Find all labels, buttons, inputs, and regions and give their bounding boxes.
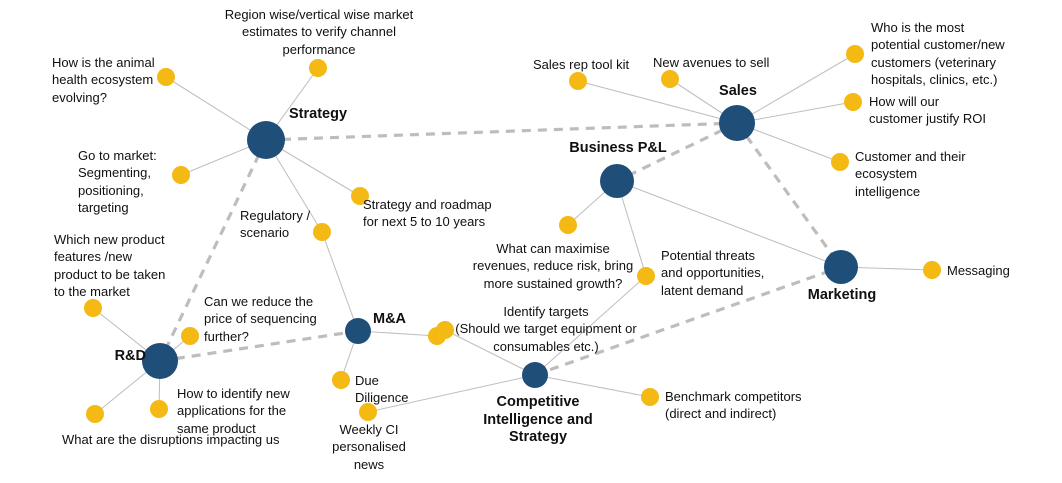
leaf-node-disruptions-impacting[interactable] <box>86 405 104 423</box>
solid-edge-weekly-ci-news-to-ci <box>367 374 536 413</box>
solid-edge-most-potential-customer-to-sales <box>736 53 856 124</box>
solid-edge-ma-unlabelled-to-ma <box>357 330 438 337</box>
solid-edge-customer-justify-roi-to-sales <box>736 101 854 124</box>
solid-edge-potential-threats-to-ci <box>534 275 647 376</box>
leaf-node-maximise-revenues[interactable] <box>559 216 577 234</box>
leaf-label-regulatory-scenario: Regulatory / scenario <box>240 208 311 241</box>
leaf-label-strategy-roadmap: Strategy and roadmap for next 5 to 10 ye… <box>363 197 492 230</box>
leaf-node-customer-ecosystem-intel[interactable] <box>831 153 849 171</box>
hub-label-strategy: Strategy <box>289 106 348 122</box>
leaf-node-new-product-features[interactable] <box>84 299 102 317</box>
hub-node-sales[interactable] <box>719 105 755 141</box>
leaf-label-potential-threats: Potential threats and opportunities, lat… <box>661 248 765 298</box>
leaf-label-messaging: Messaging <box>947 263 1010 278</box>
leaf-label-animal-health-ecosystem: How is the animal health ecosystem evolv… <box>52 55 155 105</box>
leaf-label-customer-justify-roi: How will our customer justify ROI <box>869 94 987 127</box>
leaf-label-identify-targets: Identify targets (Should we target equip… <box>455 304 637 354</box>
solid-edge-identify-targets-to-ci <box>444 329 536 376</box>
hub-node-strategy[interactable] <box>247 121 285 159</box>
dashed-edge-sales-to-bpl <box>616 121 738 183</box>
leaf-label-disruptions-impacting: What are the disruptions impacting us <box>62 432 280 447</box>
hub-label-ma: M&A <box>373 311 407 327</box>
leaf-label-due-diligence: Due Diligence <box>355 373 409 406</box>
solid-edge-bpl-to-marketing <box>616 180 842 268</box>
solid-edge-benchmark-competitors-to-ci <box>534 374 651 398</box>
leaf-node-strategy-roadmap[interactable] <box>351 187 369 205</box>
leaf-label-sales-rep-tool-kit: Sales rep tool kit <box>533 57 630 72</box>
leaf-node-identify-targets[interactable] <box>436 321 454 339</box>
leaf-node-new-avenues-to-sell[interactable] <box>661 70 679 88</box>
hub-label-sales: Sales <box>719 83 757 99</box>
leaf-label-customer-ecosystem-intel: Customer and their ecosystem intelligenc… <box>855 149 966 199</box>
solid-edge-sales-rep-tool-kit-to-sales <box>577 80 738 124</box>
dashed-edge-ci-to-marketing <box>534 265 842 377</box>
leaf-node-most-potential-customer[interactable] <box>846 45 864 63</box>
hub-node-rnd[interactable] <box>142 343 178 379</box>
solid-edge-regulatory-scenario-to-ma <box>321 231 359 332</box>
leaf-node-sales-rep-tool-kit[interactable] <box>569 72 587 90</box>
leaf-label-new-avenues-to-sell: New avenues to sell <box>653 55 770 70</box>
hub-node-marketing[interactable] <box>824 250 858 284</box>
leaf-label-new-product-features: Which new product features /new product … <box>54 232 166 299</box>
leaf-node-weekly-ci-news[interactable] <box>359 403 377 421</box>
leaf-node-customer-justify-roi[interactable] <box>844 93 862 111</box>
leaf-label-benchmark-competitors: Benchmark competitors (direct and indire… <box>665 389 802 422</box>
leaf-node-regulatory-scenario[interactable] <box>313 223 331 241</box>
dashed-edge-strategy-to-rnd <box>158 139 268 362</box>
leaf-label-region-wise-estimates: Region wise/vertical wise market estimat… <box>224 7 414 57</box>
dashed-edge-rnd-to-ma <box>159 329 359 363</box>
leaf-label-reduce-sequencing-price: Can we reduce the price of sequencing fu… <box>204 294 317 344</box>
dashed-edge-strategy-to-sales <box>265 121 738 142</box>
hub-label-ci: Competitive Intelligence and Strategy <box>483 394 593 446</box>
hub-node-ci[interactable] <box>522 362 548 388</box>
leaf-node-benchmark-competitors[interactable] <box>641 388 659 406</box>
hub-label-bpl: Business P&L <box>569 140 667 156</box>
leaf-label-most-potential-customer: Who is the most potential customer/new c… <box>871 20 1005 87</box>
dashed-edge-sales-to-marketing <box>735 122 843 268</box>
leaf-node-due-diligence[interactable] <box>332 371 350 389</box>
leaf-label-go-to-market: Go to market: Segmenting, positioning, t… <box>78 148 157 215</box>
hub-label-rnd: R&D <box>114 348 146 364</box>
leaf-label-maximise-revenues: What can maximise revenues, reduce risk,… <box>472 241 634 291</box>
leaf-node-animal-health-ecosystem[interactable] <box>157 68 175 86</box>
hub-label-marketing: Marketing <box>807 287 877 303</box>
leaf-label-weekly-ci-news: Weekly CI personalised news <box>332 422 406 472</box>
leaf-node-go-to-market[interactable] <box>172 166 190 184</box>
leaf-label-new-applications: How to identify new applications for the… <box>177 386 290 436</box>
leaf-node-messaging[interactable] <box>923 261 941 279</box>
hub-node-ma[interactable] <box>345 318 371 344</box>
leaf-node-reduce-sequencing-price[interactable] <box>181 327 199 345</box>
leaf-node-new-applications[interactable] <box>150 400 168 418</box>
leaf-node-potential-threats[interactable] <box>637 267 655 285</box>
solid-edge-customer-ecosystem-intel-to-sales <box>736 122 841 163</box>
leaf-node-region-wise-estimates[interactable] <box>309 59 327 77</box>
hub-node-bpl[interactable] <box>600 164 634 198</box>
